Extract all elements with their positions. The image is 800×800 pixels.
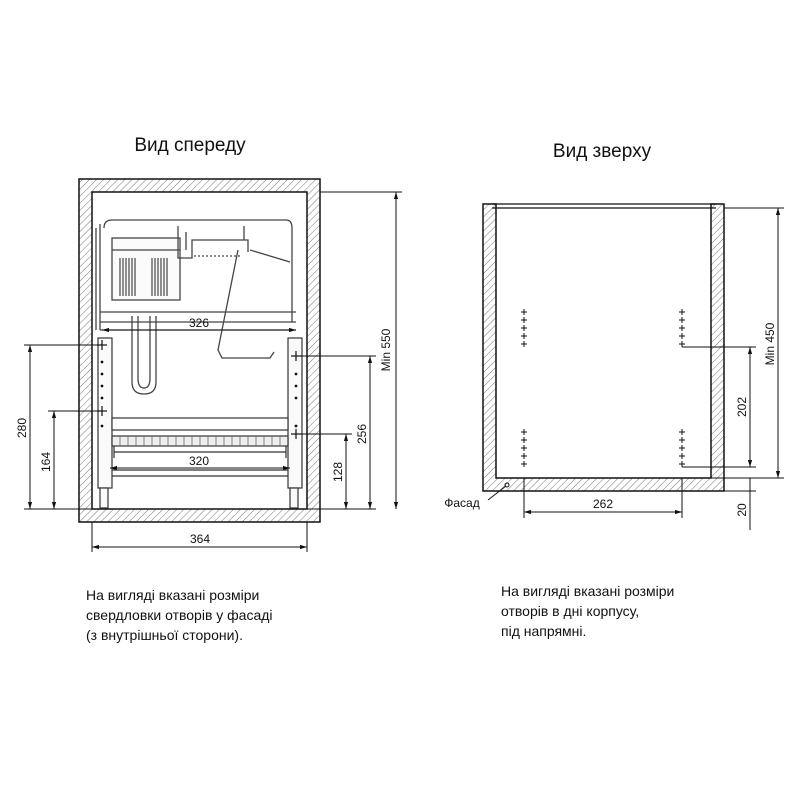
dim-20: 20 (735, 503, 749, 517)
dim-min-450: Min 450 (763, 322, 777, 365)
front-dimensions (24, 191, 402, 552)
hole-column-3 (521, 429, 527, 467)
tray-grid (119, 436, 281, 446)
dim-256: 256 (355, 424, 369, 444)
dim-280: 280 (15, 418, 29, 438)
front-note-line-2: свердловки отворів у фасаді (86, 607, 273, 623)
facade-label: Фасад (444, 496, 479, 510)
dim-min-550: Min 550 (379, 328, 393, 371)
top-dimensions (487, 207, 784, 530)
front-view-title: Вид спереду (134, 135, 246, 156)
front-dimension-labels: 326 320 364 280 164 256 128 Min 550 (15, 316, 393, 546)
dim-326: 326 (189, 316, 209, 330)
hole-column-2 (679, 309, 685, 347)
front-holes (100, 360, 298, 428)
front-note-line-1: На вигляді вказані розміри (86, 587, 260, 603)
top-note-line-1: На вигляді вказані розміри (501, 583, 675, 599)
guide-rails (97, 337, 303, 509)
dim-164: 164 (39, 452, 53, 472)
facade-marker (504, 482, 510, 488)
top-holes (521, 309, 685, 467)
top-note-line-2: отворів в дні корпусу, (501, 603, 640, 619)
top-view-note: На вигляді вказані розміри отворів в дні… (501, 581, 674, 641)
dim-320: 320 (189, 454, 209, 468)
front-view-note: На вигляді вказані розміри свердловки от… (86, 585, 273, 645)
front-note-line-3: (з внутрішньої сторони). (86, 627, 243, 643)
dim-262: 262 (593, 497, 613, 511)
dim-128: 128 (331, 462, 345, 482)
top-view-title: Вид зверху (553, 141, 652, 162)
dim-202: 202 (735, 397, 749, 417)
top-note-line-3: під напрямні. (501, 623, 587, 639)
wire-basket (95, 219, 296, 395)
dim-364: 364 (190, 532, 210, 546)
top-dimension-labels: 262 202 Min 450 20 Фасад (444, 322, 777, 516)
top-cabinet (482, 203, 725, 492)
hole-column-4 (679, 429, 685, 467)
hole-column-1 (521, 309, 527, 347)
